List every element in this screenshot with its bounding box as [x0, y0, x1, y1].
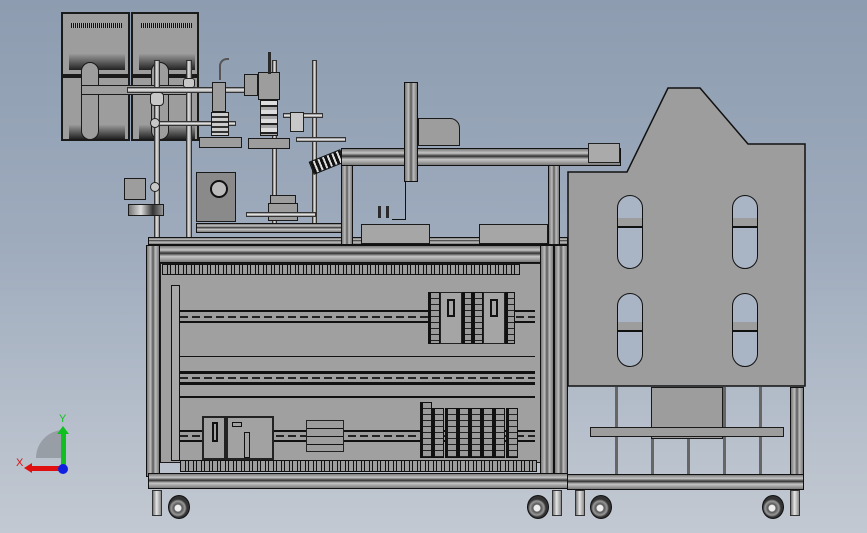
panel-slot-top-right [732, 195, 758, 269]
lens-right [260, 100, 278, 136]
io-module-1 [432, 408, 444, 458]
spindle-top [270, 195, 296, 204]
camera-base-plate-right [248, 138, 290, 149]
triad-plane-arc [36, 430, 64, 458]
io-module-6 [493, 408, 505, 458]
y-axis-label: Y [59, 413, 67, 425]
servo-drive-1-main [440, 292, 462, 344]
gripper-finger [378, 206, 381, 218]
side-panel-sheet [567, 87, 806, 387]
io-module-5 [481, 408, 493, 458]
leveling-foot [575, 490, 585, 516]
rod-clamp [150, 118, 160, 128]
cable-duct-vertical [171, 285, 180, 461]
camera-cable [219, 58, 229, 80]
vent-grille [71, 23, 122, 28]
cable-duct-top [162, 264, 520, 275]
rod-clamp [290, 112, 304, 132]
worktop-slide-rail [196, 223, 342, 233]
side-camera-mount [124, 178, 146, 200]
plc-cpu [202, 416, 226, 460]
servo-drive-2 [472, 292, 483, 344]
gantry-end-motor [588, 143, 620, 163]
z-axis-actuator [404, 82, 418, 182]
leveling-foot [152, 490, 162, 516]
rod-clamp [150, 92, 164, 106]
servo-drive-1-side [462, 292, 472, 344]
camera-base-plate-left [199, 137, 242, 148]
rod-clamp [150, 182, 160, 192]
side-frame-post-right [790, 387, 804, 477]
panel-slot-bottom-right [732, 293, 758, 367]
camera-right-antenna [268, 52, 271, 74]
servo-drive-1 [428, 292, 440, 344]
io-coupler [420, 402, 432, 458]
io-module-2 [445, 408, 457, 458]
io-module-4 [469, 408, 481, 458]
servo-drive-2-main [483, 292, 505, 344]
frame-post-left [146, 245, 160, 477]
y-axis-arrow [61, 432, 66, 470]
side-crossbar [590, 427, 784, 437]
leveling-foot [552, 490, 562, 516]
plc-power-module [226, 416, 274, 460]
cable-duct-bottom [180, 460, 537, 472]
io-module-7 [506, 408, 518, 458]
panel-slot-bottom-left [617, 293, 643, 367]
frame-post-mid [540, 245, 554, 477]
vesa-mount-plate-left [81, 62, 99, 140]
drive-display [447, 299, 455, 317]
coordinate-triad: Y X [14, 412, 74, 474]
cross-rod-camera [296, 137, 346, 142]
gripper-bracket [392, 182, 406, 220]
caster-wheel [527, 495, 549, 519]
camera-right-body [258, 72, 280, 100]
z-axis-motor [418, 118, 460, 146]
vent-grille [141, 23, 192, 28]
x-axis-arrow [30, 466, 64, 471]
side-bottom-beam [567, 474, 804, 490]
frame-bottom-beam [148, 473, 568, 489]
servo-drive-2-side [505, 292, 515, 344]
panel-slot-top-left [617, 195, 643, 269]
spindle-shaft [246, 212, 316, 217]
camera-right-side-box [244, 74, 258, 96]
support-rod-4 [312, 60, 317, 230]
lens-left [211, 112, 229, 136]
x-axis-label: X [16, 457, 24, 469]
caster-wheel [168, 495, 190, 519]
gantry-post-right [548, 165, 560, 245]
worktop-beam [148, 245, 568, 263]
io-module-3 [457, 408, 469, 458]
frame-post-right [554, 245, 568, 477]
rotary-wheel [210, 180, 228, 198]
camera-left-body [212, 82, 226, 112]
drive-display [490, 299, 498, 317]
gripper-finger [386, 206, 389, 218]
part-tray-right [479, 224, 548, 244]
caster-wheel [590, 495, 612, 519]
gantry-post-left [341, 165, 353, 245]
caster-wheel [762, 495, 784, 519]
rod-clamp [183, 78, 195, 88]
din-rail-middle-channel [180, 356, 535, 398]
remote-io-module [306, 420, 344, 452]
part-tray-left [361, 224, 430, 244]
side-camera-lens [128, 204, 164, 216]
leveling-foot [790, 490, 800, 516]
z-axis-dot [58, 464, 68, 474]
